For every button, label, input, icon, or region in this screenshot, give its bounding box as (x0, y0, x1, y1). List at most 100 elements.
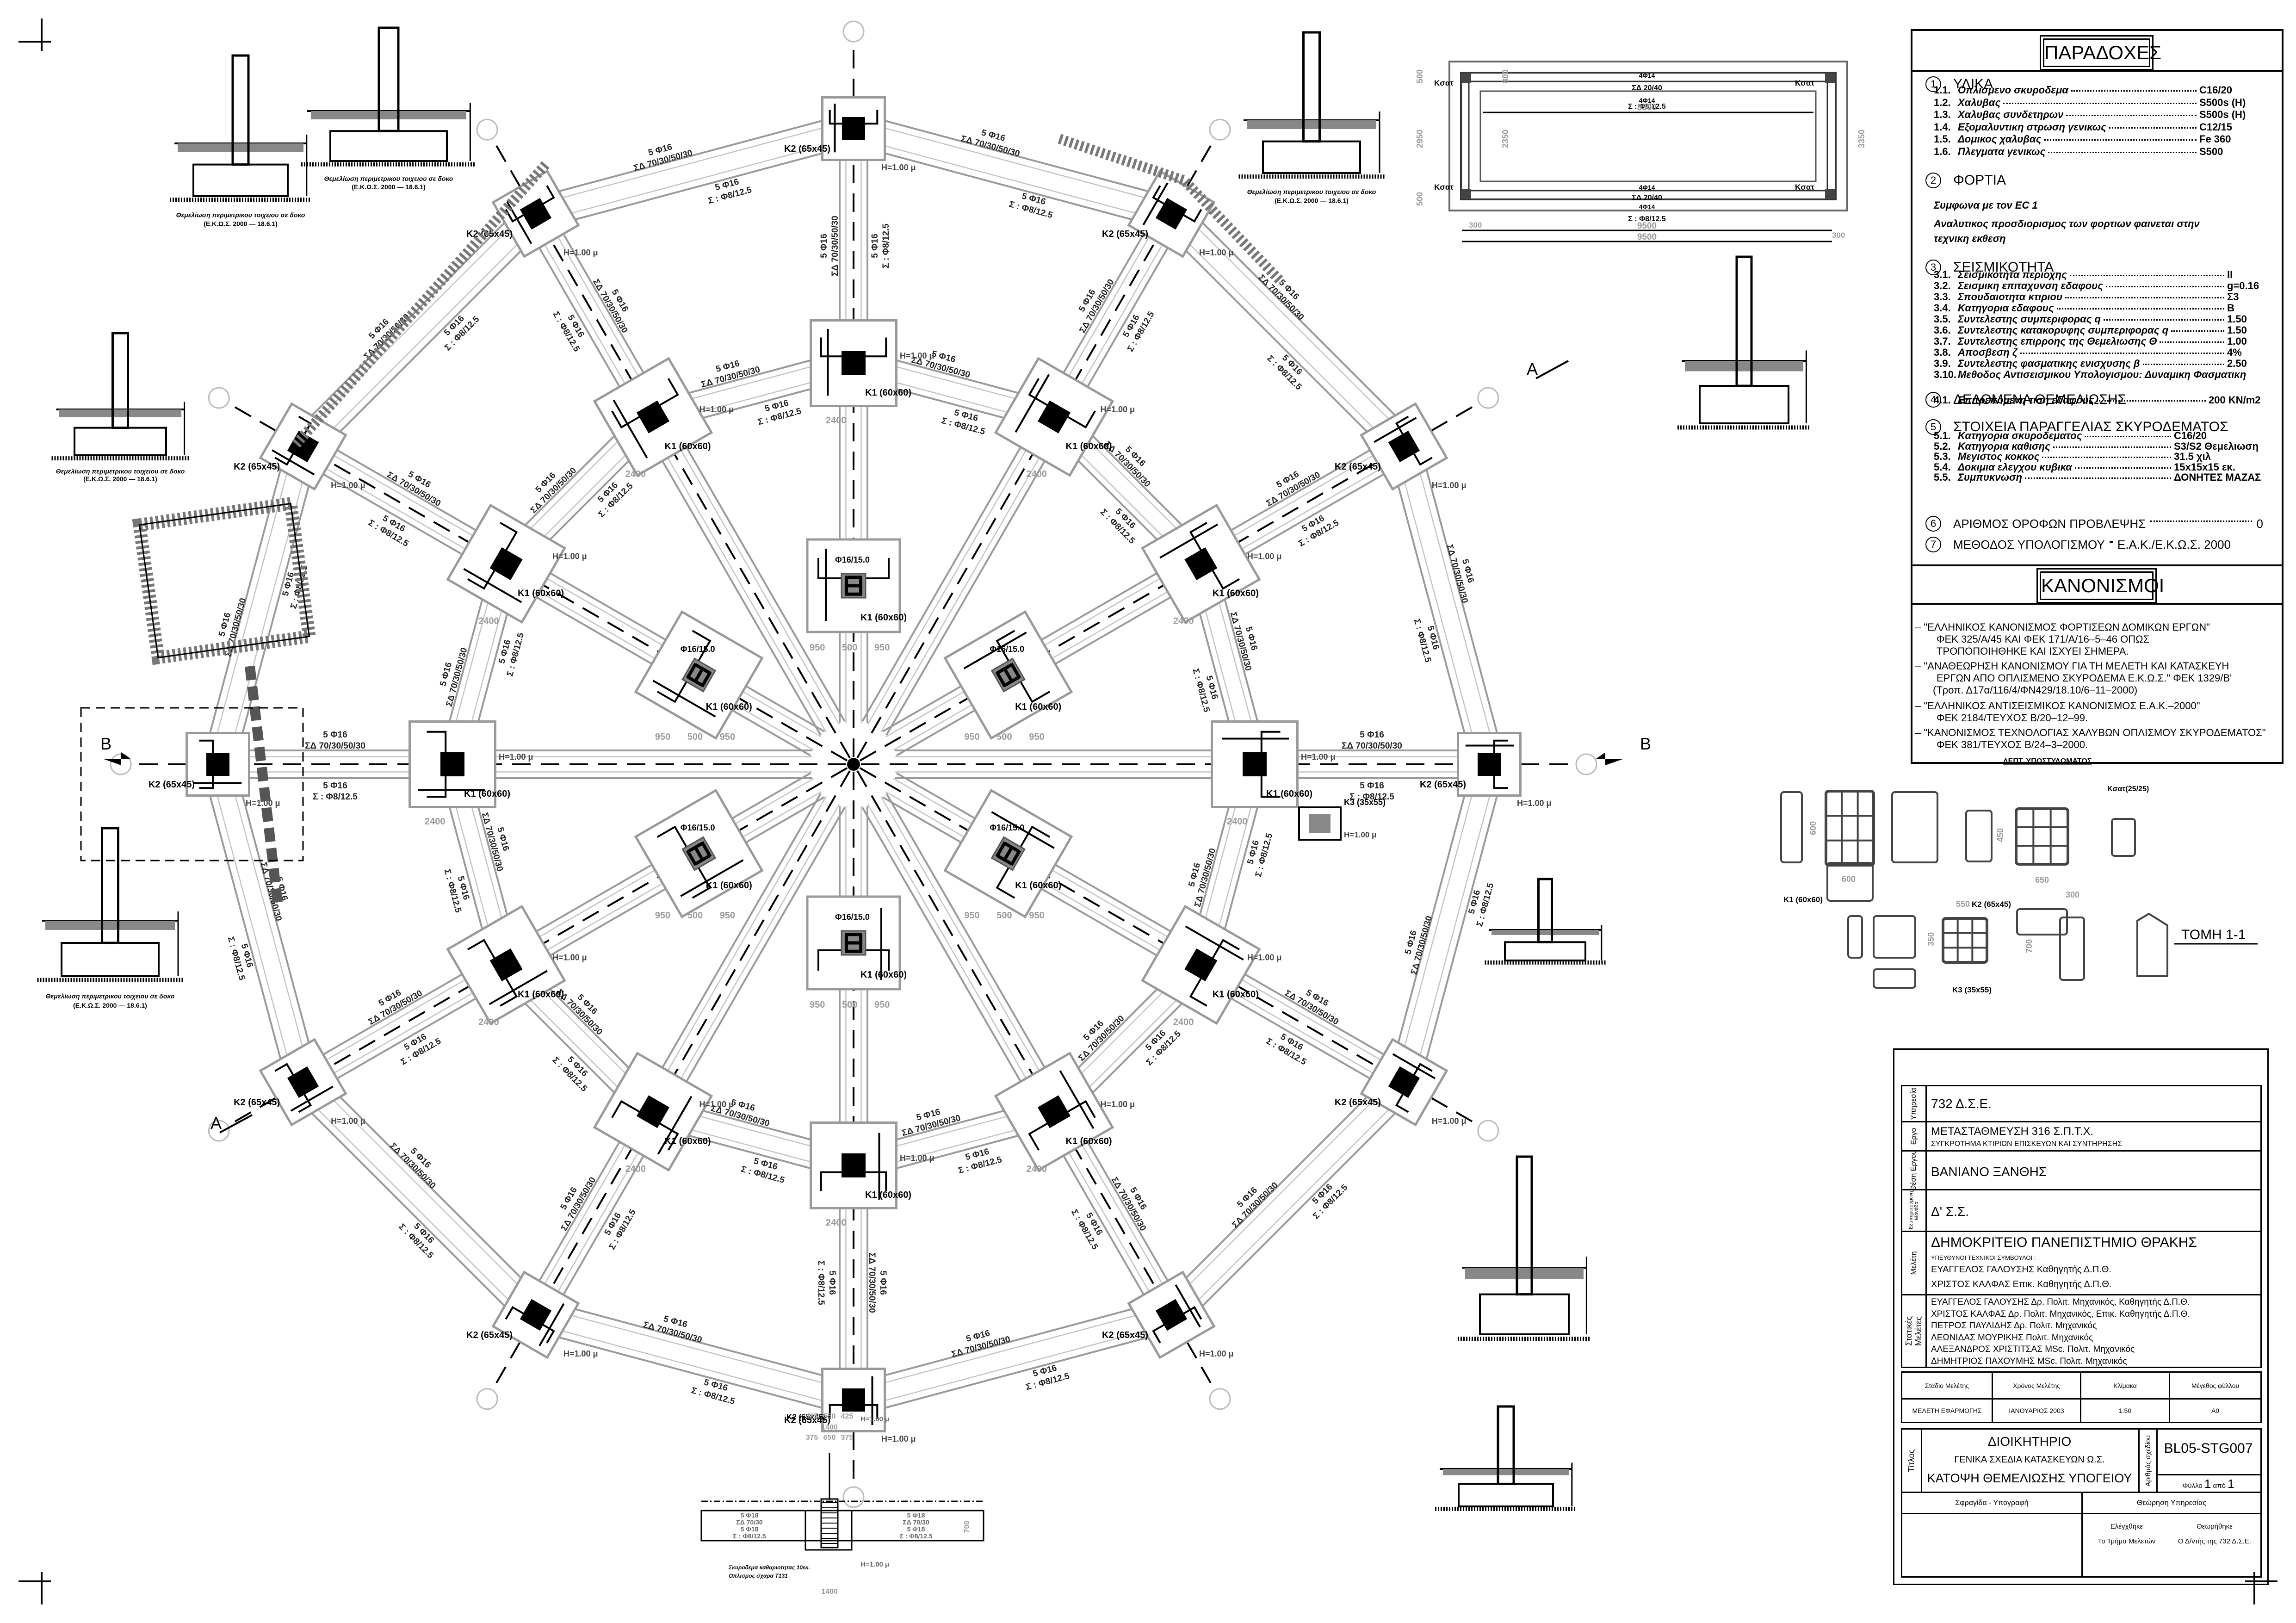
column (1037, 1095, 1071, 1128)
outer-ring-beam (232, 760, 319, 1078)
item-number: 3.2. (1934, 280, 1951, 291)
footing-section (1262, 140, 1361, 174)
radial-beam (885, 793, 1184, 1308)
item-label: Μεθοδος Αντισεισμικου Υπολογισμου: Δυναμ… (1958, 369, 2246, 380)
column (1037, 400, 1071, 434)
radial-beam (861, 806, 1160, 1322)
drawing-number: BL05-STG007 (2164, 1441, 2253, 1456)
item-value: 15x15x15 εκ. (2174, 461, 2235, 473)
wall-details: Θεμελίωση περιμετρικου τοιχειου σε δοκο(… (37, 26, 1811, 1511)
section-title: ΑΡΙΘΜΟΣ ΟΡΟΦΩΝ ΠΡΟΒΛΕΨΗΣ (1953, 516, 2146, 531)
foundation-wall-detail: Θεμελίωση περιμετρικου τοιχειου σε δοκο(… (51, 332, 189, 483)
radial-beam (309, 796, 825, 1095)
tank-bars: 4Φ14 (1639, 203, 1655, 211)
outer-ring-beam (857, 112, 1176, 200)
column-rebar-pattern (995, 663, 1021, 688)
beam-bottom-bars: 5 Φ16 (1360, 781, 1384, 791)
footing-height: H=1.00 μ (900, 351, 934, 360)
footing-middle (1141, 503, 1261, 624)
outer-ring-beam-inner (296, 1088, 530, 1322)
outer-ring-beam-inner (1177, 207, 1411, 441)
column (636, 400, 670, 434)
beam-bottom-bars: 5 Φ16 (870, 234, 880, 258)
footing-height: H=1.00 μ (1247, 552, 1282, 561)
item-label: Κατηγορια σκυροδεματος (1958, 430, 2082, 441)
beam-bottom-bars: 5 Φ16 (323, 781, 347, 791)
radial-beam (523, 220, 822, 736)
outer-ring-beam (232, 450, 319, 769)
column-label-k1: K1 (60x60) (860, 970, 907, 980)
item-number: 1.1. (1934, 84, 1951, 96)
tank-stirrups: Σ : Φ8/12.5 (1628, 215, 1666, 223)
footing-outer (259, 1038, 347, 1127)
footing-height: H=1.00 μ (499, 752, 533, 762)
regulation-line: ΦΕΚ 2184/ΤΕΥΧΟΣ Β/20–12–99. (1937, 712, 2088, 724)
item-label: Επιτρεπομενη τιση εδαφους (1958, 394, 2094, 406)
section-dimension: 425 (806, 1412, 818, 1420)
detail-caption: (Ε.Κ.Ω.Σ. 2000 — 18.6.1) (1275, 197, 1349, 204)
item-value: 1.50 (2227, 324, 2247, 336)
tank-bars: 4Φ14 (1639, 72, 1655, 79)
footing-dimension: 2400 (1027, 469, 1047, 479)
section-title: ΔΕΔΟΜΕΝΑ ΘΕΜΕΛΙΩΣΗΣ (1953, 392, 2127, 407)
outer-ring-beam (531, 112, 850, 200)
footing-dimension: 950 (964, 732, 979, 742)
column-label-k1: K1 (60x60) (464, 789, 510, 799)
radial-beam-inner (542, 804, 840, 1319)
service-value: 732 Δ.Σ.Ε. (1931, 1096, 1992, 1111)
footing-middle (593, 357, 713, 477)
column-label-k1: K1 (60x60) (1066, 1136, 1112, 1146)
footing-middle (810, 1121, 897, 1209)
item-label: Μεγιστος κοκκος (1958, 451, 2040, 462)
footing-dimension: 2400 (826, 1218, 847, 1228)
column (489, 948, 523, 982)
outer-ring-beam (202, 768, 289, 1087)
column-label-k1: K1 (60x60) (518, 588, 564, 599)
slab (1443, 1469, 1569, 1475)
section-title: ΤΟΜΗ 1-1 (2181, 927, 2246, 942)
detail-caption: (Ε.Κ.Ω.Σ. 2000 — 18.6.1) (73, 1002, 147, 1009)
wall-stem (1537, 878, 1553, 943)
footing-inner (943, 788, 1073, 919)
item-label: Σεισμικοτητα περιοχης (1958, 269, 2067, 280)
tank-stirrups: Σ : Φ8/12.5 (1628, 103, 1666, 111)
axis-bubble (208, 387, 230, 409)
footing-dimension: 2400 (478, 1017, 499, 1028)
section-dimension: 1400 (821, 1588, 838, 1596)
column-section (1873, 915, 1916, 959)
beam-stirrups: Σ : Φ8/12.5 (1349, 792, 1394, 802)
column (440, 752, 464, 776)
foundation-wall-detail (1435, 1405, 1577, 1511)
item-number: 1.5. (1934, 133, 1951, 145)
footing-height: H=1.00 μ (1101, 405, 1135, 414)
item-label: Συντελεστης επιρροης της Θεμελιωσης Θ (1958, 335, 2157, 347)
footing-dimension: 2400 (1173, 616, 1194, 626)
sheet-word: Φύλλο (2182, 1482, 2203, 1490)
tank-bars: 4Φ14 (1639, 97, 1655, 104)
column-detail-dim: 450 (1996, 828, 2005, 842)
footing-outer (1360, 402, 1448, 491)
footing-height: H=1.00 μ (1199, 248, 1234, 257)
approval-title: Θεώρηση Υπηρεσίας (2083, 1493, 2260, 1514)
item-value: C12/15 (2199, 121, 2232, 133)
meta-value: A0 (2211, 1407, 2220, 1414)
item-label: Χαλυβας συνδετηρων (1958, 109, 2064, 120)
beam-top-bars: 5 Φ16 (819, 234, 829, 258)
beam-section: ΣΔ 70/30/50/30 (830, 216, 840, 276)
column-label-k2: K2 (65x45) (234, 1097, 280, 1108)
footing-inner (806, 895, 901, 991)
footing-height: H=1.00 μ (1432, 481, 1467, 490)
column (287, 1066, 319, 1098)
outer-ring-beam (1388, 450, 1475, 769)
footing-rebar-label: Φ16/15.0 (990, 644, 1024, 654)
regulation-line: ΕΡΓΩΝ ΑΠΟ ΟΠΛΙΣΜΕΝΟ ΣΚΥΡΟΔΕΜΑ Ε.Κ.Ω.Σ." … (1937, 672, 2232, 684)
